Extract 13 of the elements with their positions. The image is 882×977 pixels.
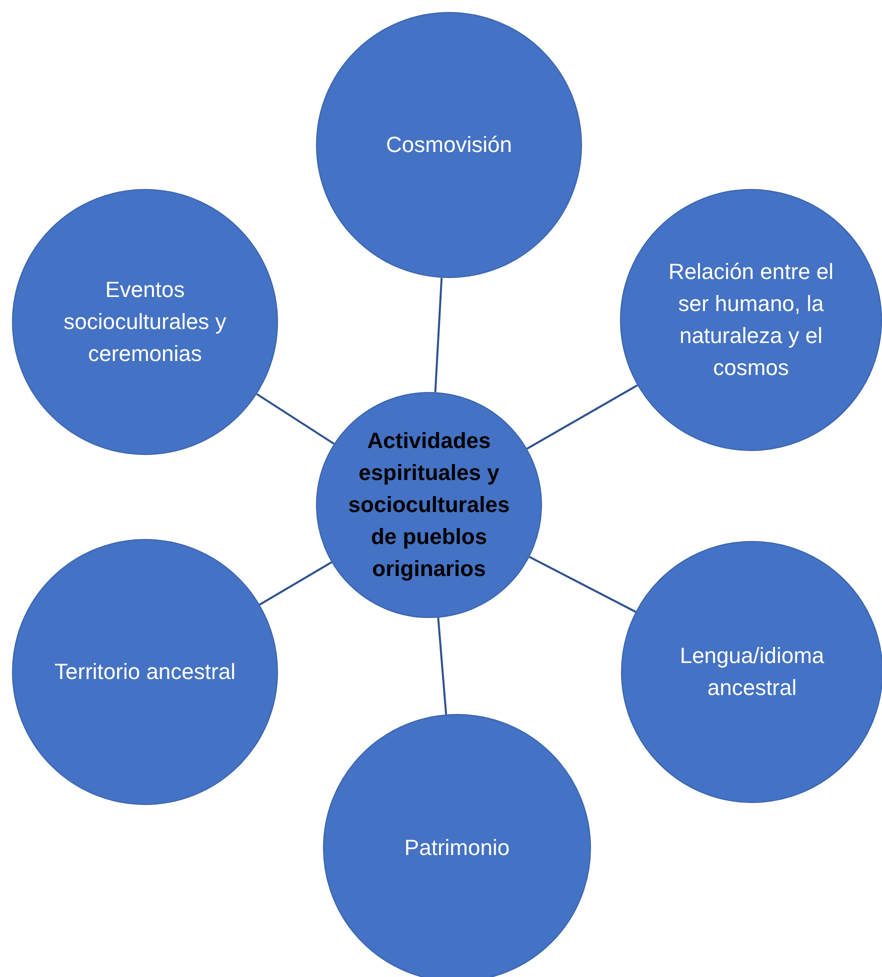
central-topic-text: Actividades espirituales y socioculturales de pueblos originarios: [347, 427, 511, 583]
connector-line: [259, 561, 332, 606]
connector-line: [256, 393, 335, 445]
connector-line: [528, 556, 636, 613]
topic-text: Patrimonio: [404, 834, 510, 862]
connector-line: [437, 618, 448, 715]
topic-text: Territorio ancestral: [54, 658, 236, 686]
topic-text: Relación entre el ser humano, la naturaleza y el cosmos: [667, 258, 835, 382]
topic-text: Lengua/idioma ancestral: [678, 642, 826, 702]
connector-line: [434, 278, 443, 392]
connector-line: [526, 384, 638, 450]
topic-text: Cosmovisión: [386, 131, 512, 160]
topic-text: Eventos socioculturales y ceremonias: [62, 276, 228, 368]
